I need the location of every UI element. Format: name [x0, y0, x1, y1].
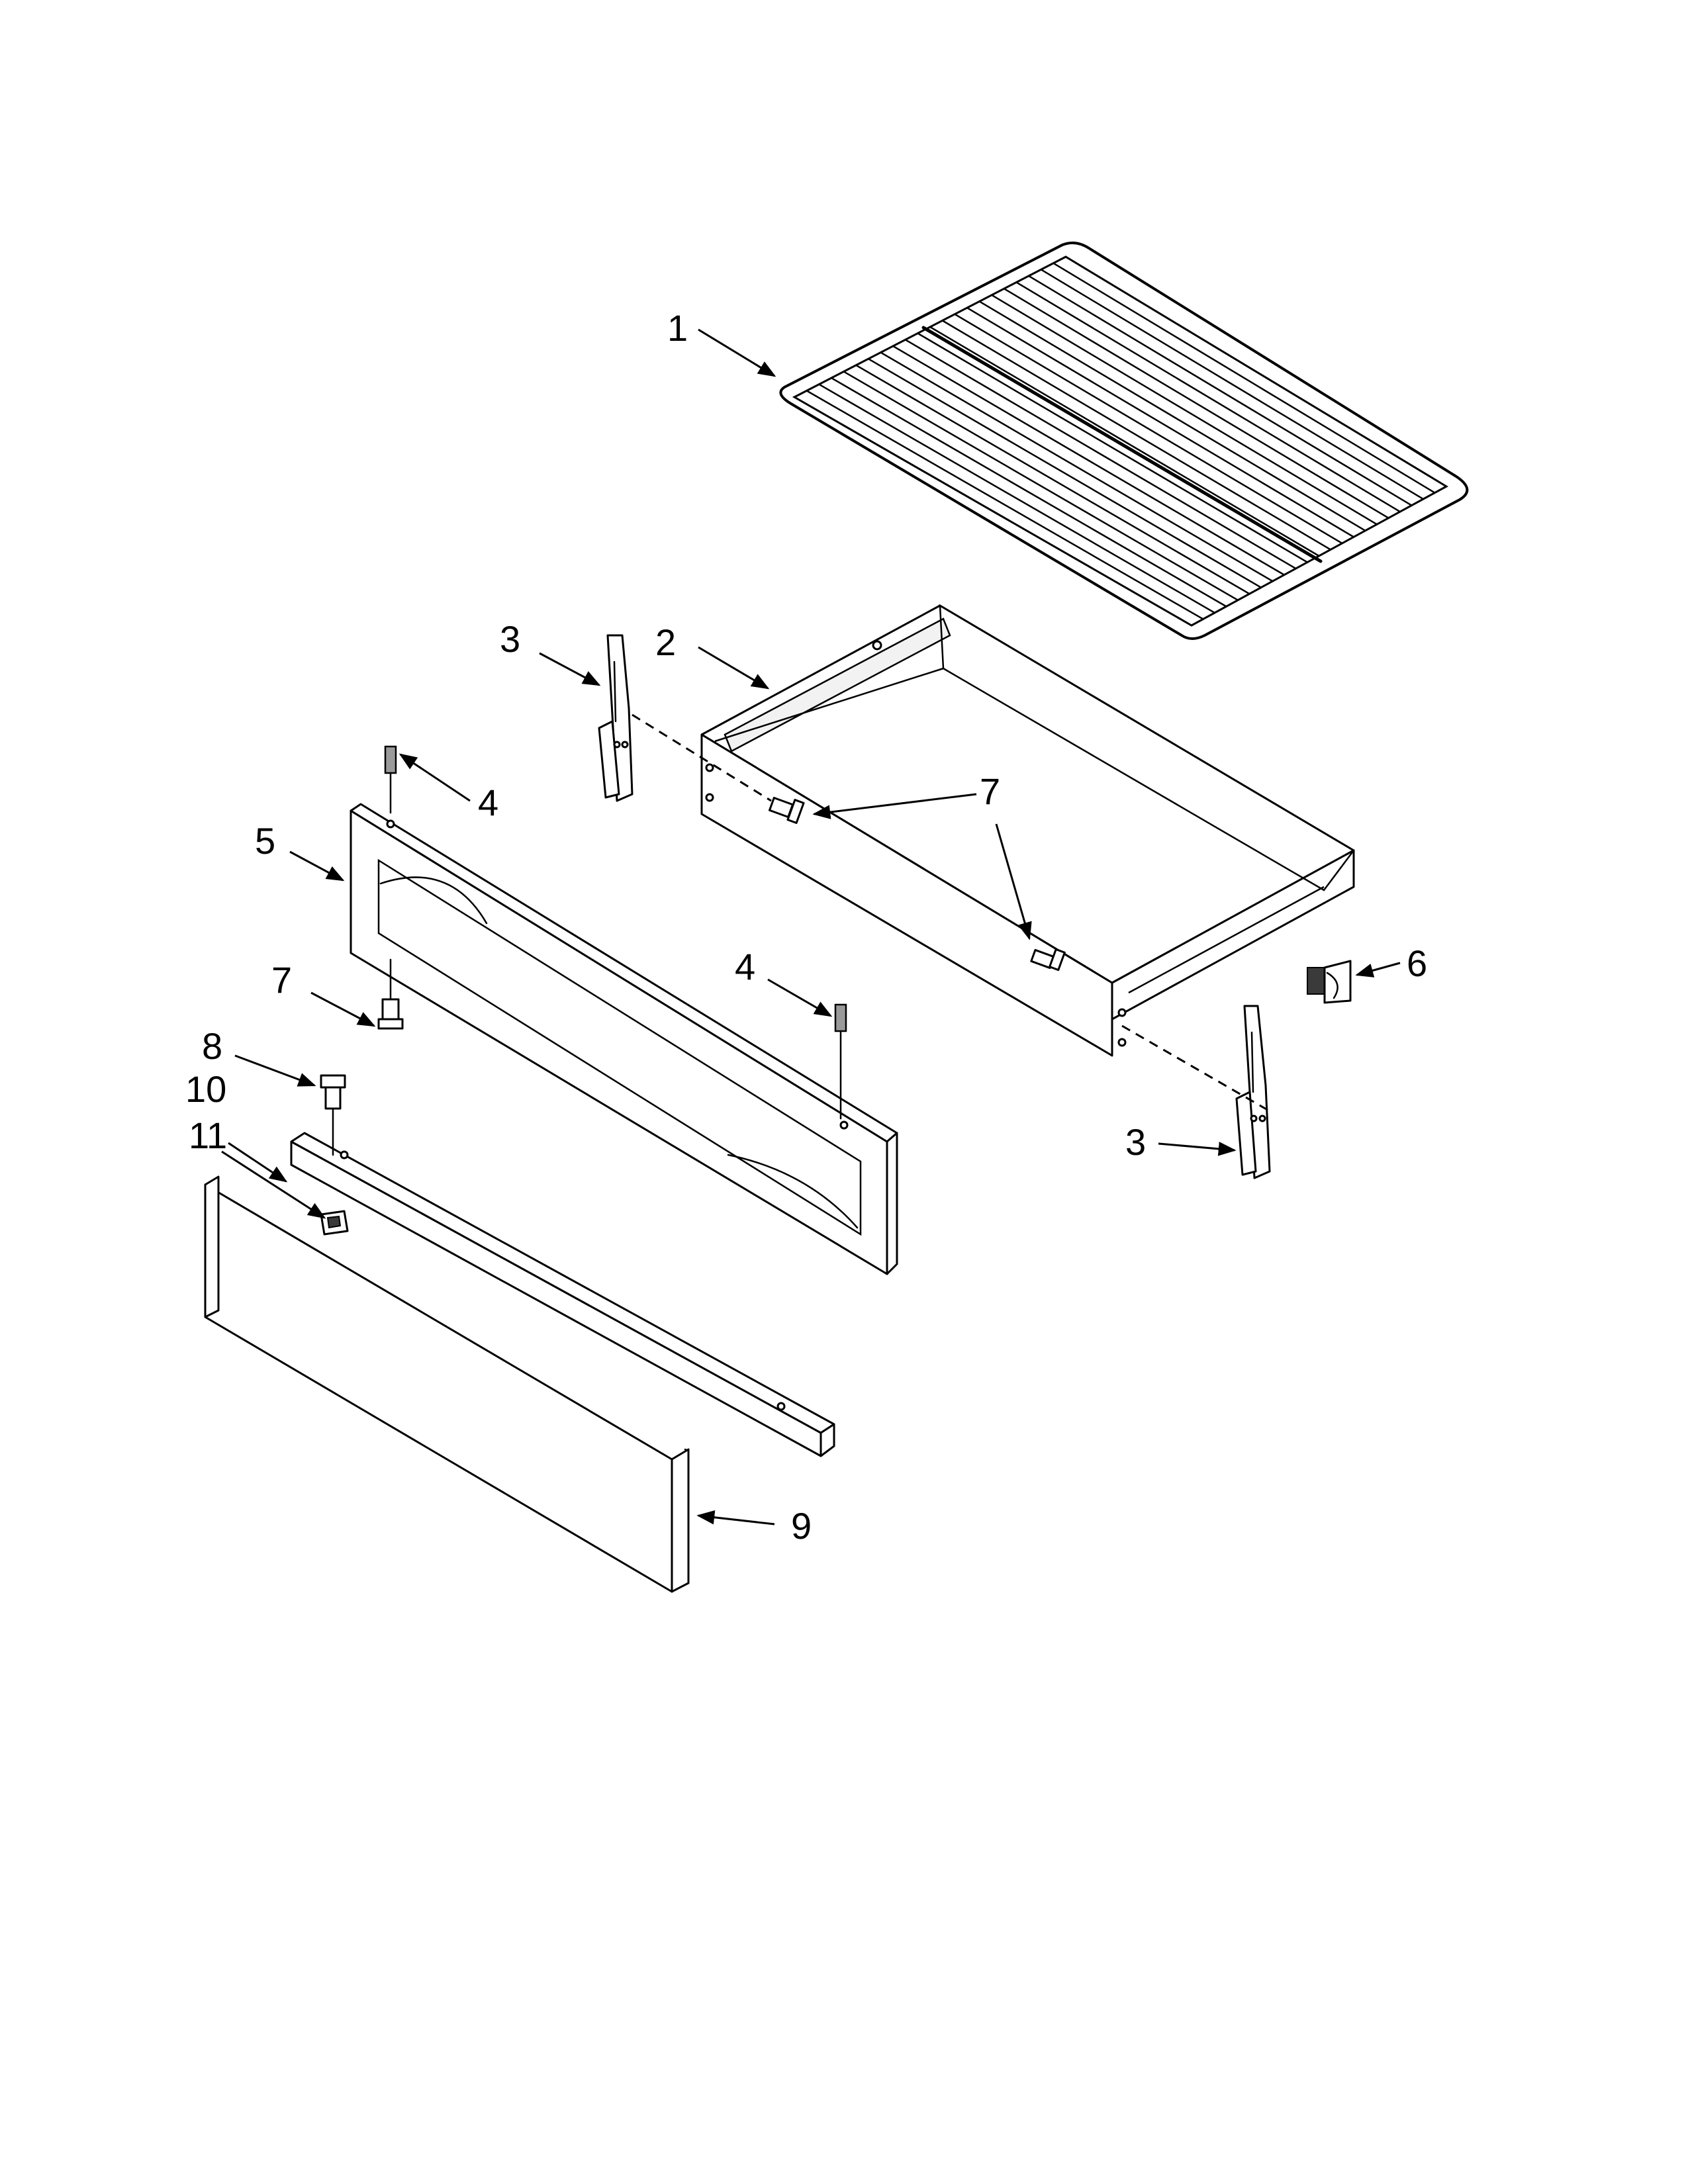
rack-wire — [1015, 281, 1401, 513]
rack-wire — [830, 377, 1227, 608]
rack-wire — [990, 294, 1378, 525]
alignment-line-left — [632, 713, 772, 802]
callout-9: 9 — [791, 1505, 812, 1547]
handle-bracket — [290, 1132, 835, 1457]
stud-bottom — [834, 1003, 847, 1120]
drawer-front-panel — [350, 803, 898, 1275]
rack-wire — [867, 357, 1262, 588]
screw-left — [377, 958, 404, 1030]
rack-wire — [855, 364, 1250, 595]
rack-wire — [1003, 287, 1389, 519]
rack-wire — [929, 326, 1320, 557]
rack-wire — [806, 390, 1204, 620]
oven-rack — [779, 241, 1469, 640]
clip-11 — [320, 1210, 349, 1236]
rack-wires — [806, 262, 1436, 620]
rack-wire — [843, 371, 1239, 602]
rack-wire — [941, 320, 1332, 551]
callout-1: 1 — [667, 307, 688, 349]
drawer-slide-left — [598, 634, 633, 802]
callout-7-top: 7 — [980, 770, 1000, 812]
screw-pan-top — [768, 796, 805, 824]
callout-7-left: 7 — [271, 959, 292, 1001]
rack-wire — [818, 383, 1216, 614]
rack-wire — [978, 300, 1366, 532]
callout-8: 8 — [202, 1025, 222, 1067]
leader-arrows — [221, 328, 1401, 1525]
screw-pan-bottom — [1030, 948, 1066, 972]
rack-wire — [917, 332, 1309, 563]
rack-wire — [1053, 262, 1436, 494]
screw-8 — [320, 1074, 346, 1156]
rack-wire — [880, 351, 1274, 582]
stud-top — [384, 745, 397, 814]
rack-wire — [892, 345, 1286, 576]
rack-wire — [954, 313, 1343, 545]
callout-6: 6 — [1407, 942, 1427, 984]
rack-wire — [904, 339, 1297, 570]
rack-wire — [1027, 275, 1413, 506]
drawer-pan — [700, 604, 1355, 1057]
callout-4-bottom: 4 — [735, 946, 755, 987]
drawer-front-trim — [204, 1175, 690, 1593]
callout-11: 11 — [189, 1115, 227, 1156]
rack-wire — [1040, 269, 1425, 500]
clip-6 — [1307, 960, 1352, 1004]
callout-5: 5 — [255, 820, 275, 862]
callout-2: 2 — [655, 621, 676, 663]
callout-3-top: 3 — [500, 618, 520, 660]
callout-3-bottom: 3 — [1125, 1121, 1146, 1163]
drawer-slide-right — [1235, 1005, 1271, 1179]
alignment-line-right — [1121, 1024, 1272, 1113]
callout-4-top: 4 — [478, 782, 498, 823]
rack-wire — [966, 306, 1355, 538]
callout-10: 10 — [185, 1068, 226, 1110]
